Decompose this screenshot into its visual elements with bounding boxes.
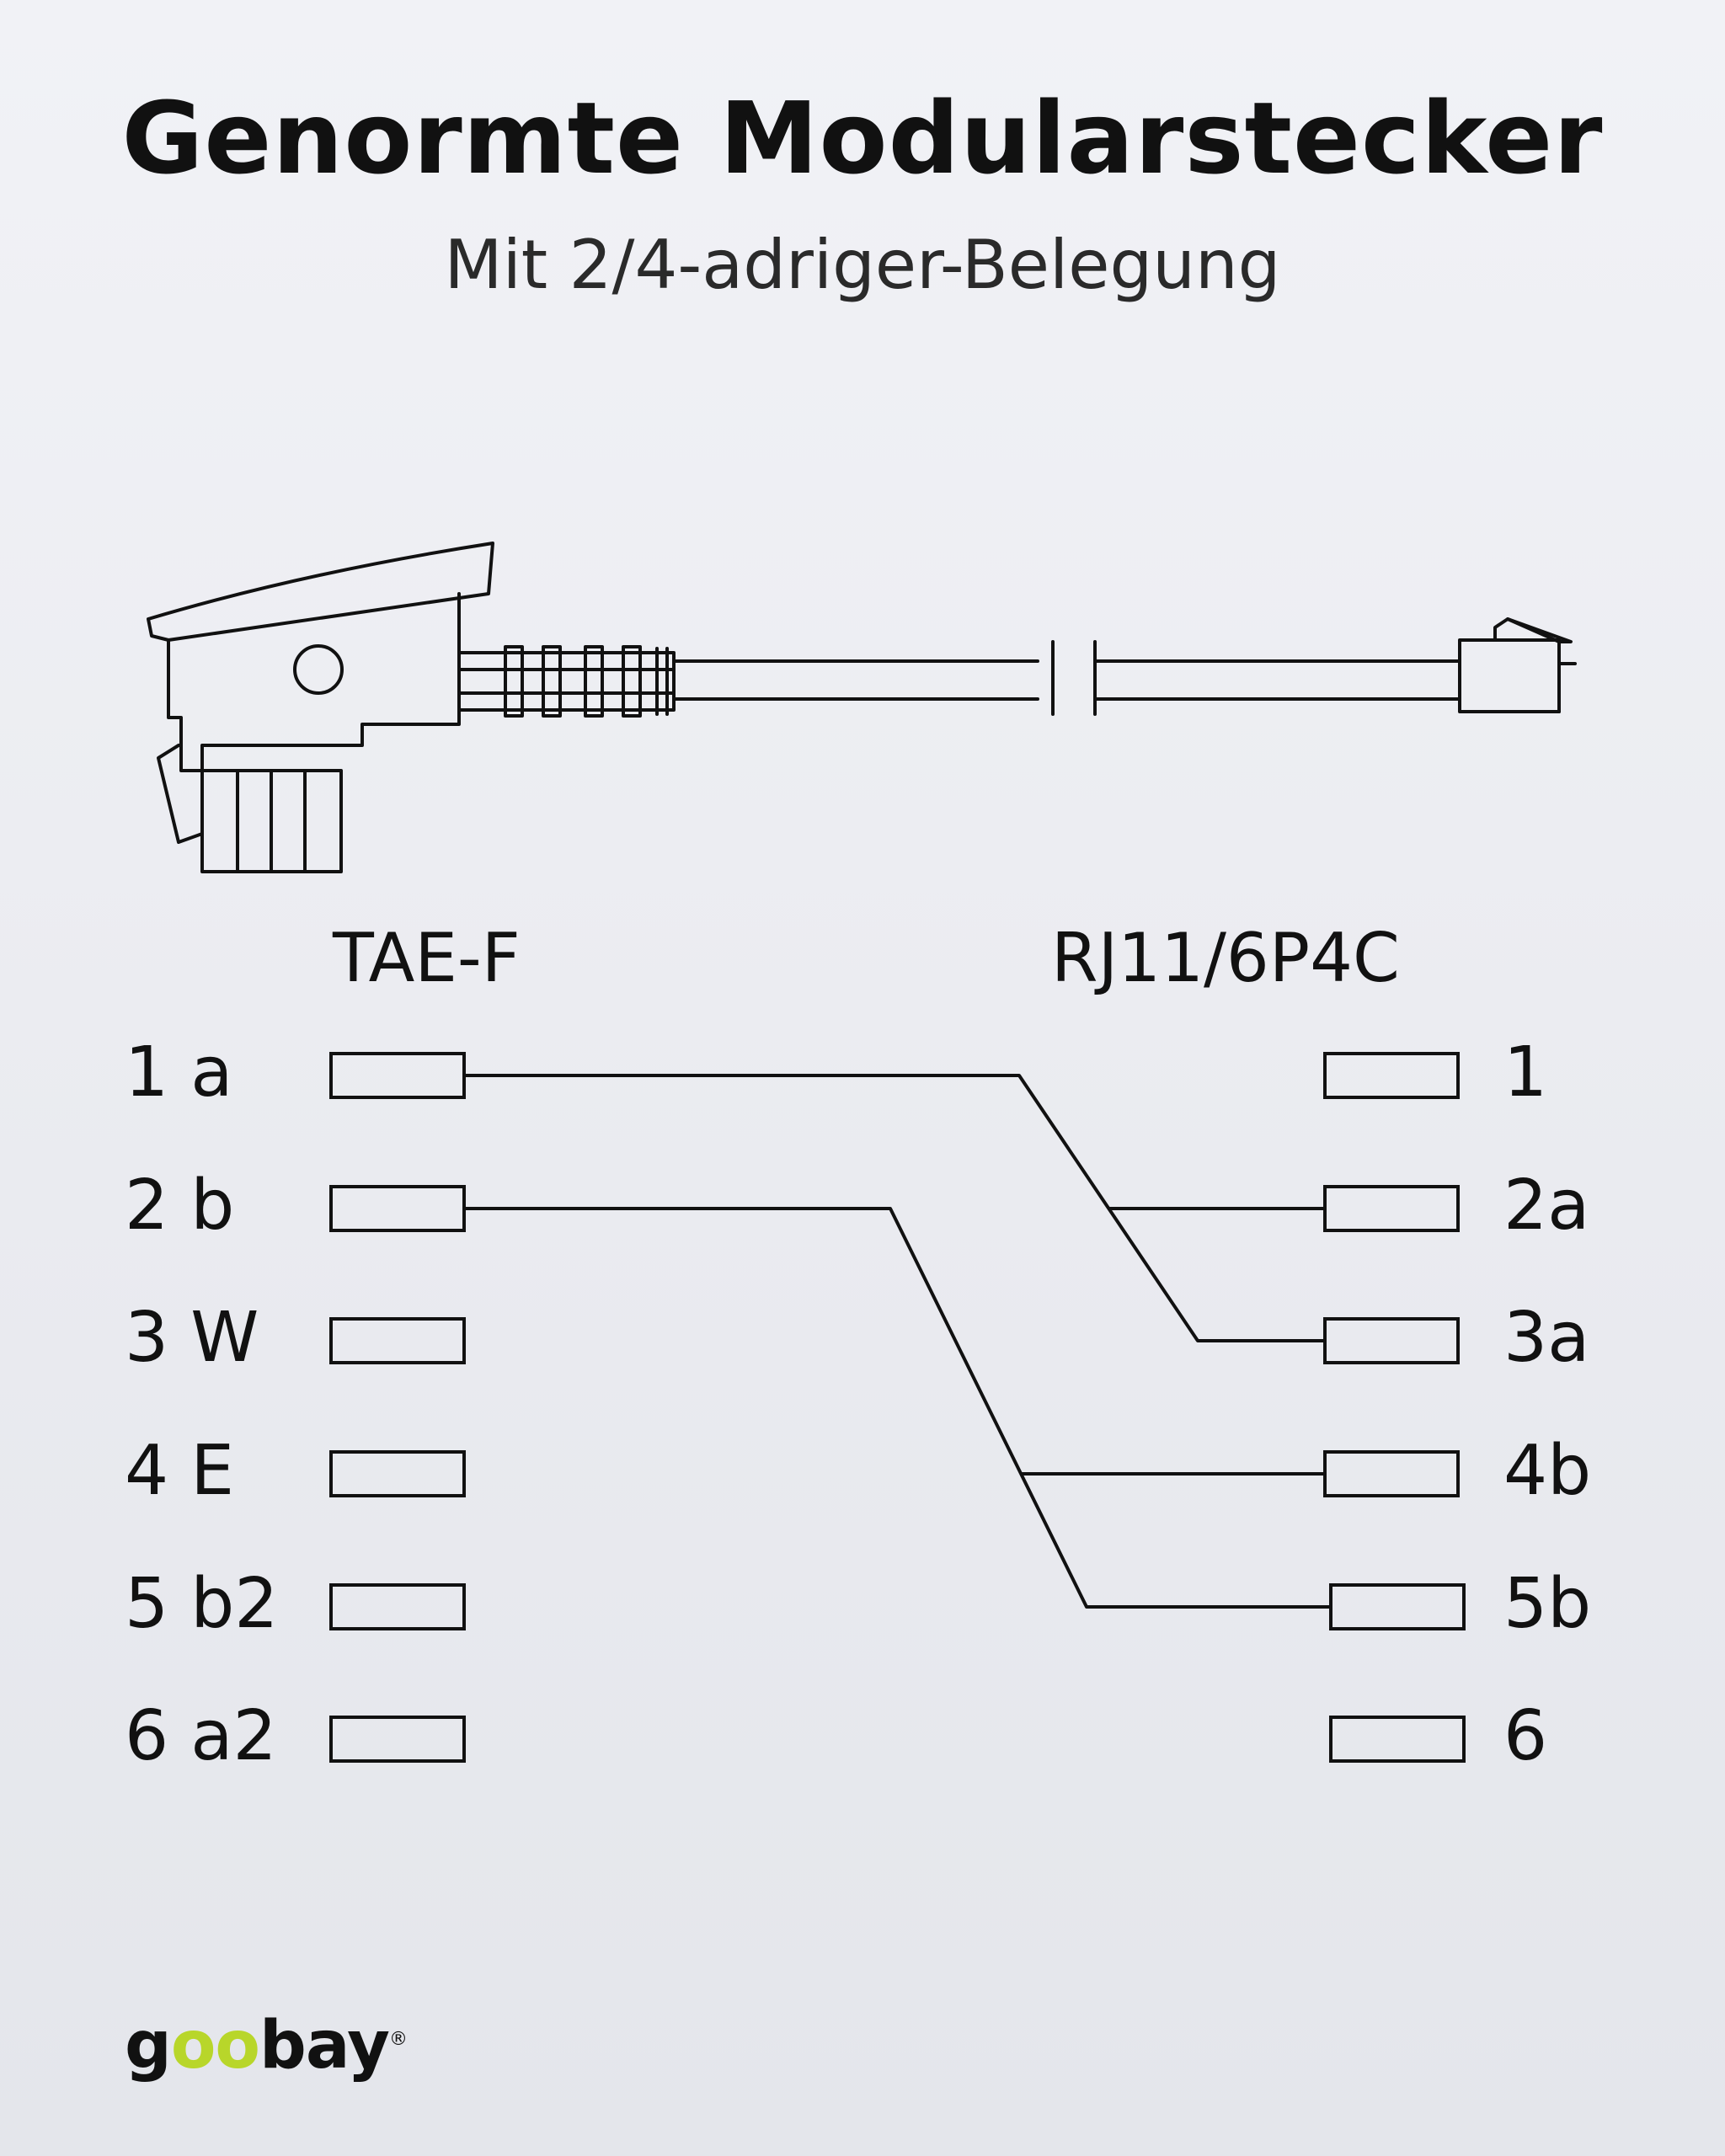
rj11-pin-4 [1323,1450,1460,1497]
tae-plug-hole [293,644,344,695]
rj11-pin-3 [1323,1317,1460,1364]
page-subtitle: Mit 2/4-adriger-Belegung [444,226,1281,304]
rj11-pin-label: 5b [1503,1564,1592,1644]
tae-pin-label: 5 b2 [125,1564,279,1644]
tae-f-heading: TAE-F [333,919,521,997]
rj11-pin-2 [1323,1185,1460,1232]
page-title: Genormte Modularstecker [121,80,1604,196]
rj11-pin-group [1323,1052,1466,1763]
tae-plug-body [167,592,461,772]
tae-pin-label: 2 b [125,1166,235,1246]
rj11-pin-label: 1 [1503,1033,1548,1113]
tae-pin-2 [329,1185,466,1232]
rj11-plug-illustration [1458,617,1577,713]
tae-plug-illustration [147,542,676,873]
tae-pin-group [329,1052,466,1763]
rj11-pin-label: 6 [1503,1696,1548,1776]
tae-pin-6 [329,1716,466,1763]
tae-pin-5 [329,1583,466,1630]
tae-pin-1 [329,1052,466,1099]
tae-pin-label: 3 W [125,1298,259,1378]
rj11-pin-5 [1329,1583,1466,1630]
goobay-logo: goobay® [125,2008,408,2084]
rj11-pin-label: 3a [1503,1298,1590,1378]
wire-group [464,1074,1331,1609]
tae-pin-label: 6 a2 [125,1696,277,1776]
tae-plug-top-wedge [147,542,494,642]
rj11-pin-label: 4b [1503,1431,1592,1511]
rj11-pin-6 [1329,1716,1466,1763]
wire-1-main [464,1074,1325,1342]
tae-pin-label: 4 E [125,1431,235,1511]
tae-pin-label: 1 a [125,1033,233,1113]
wire-2-main [464,1207,1331,1609]
tae-plug-latch [157,744,204,844]
rj11-pin-1 [1323,1052,1460,1099]
tae-strain-relief [457,651,676,712]
tae-pin-3 [329,1317,466,1364]
cable [672,640,1461,716]
rj11-heading: RJ11/6P4C [1051,919,1400,997]
tae-pin-4 [329,1450,466,1497]
rj11-pin-label: 2a [1503,1166,1590,1246]
